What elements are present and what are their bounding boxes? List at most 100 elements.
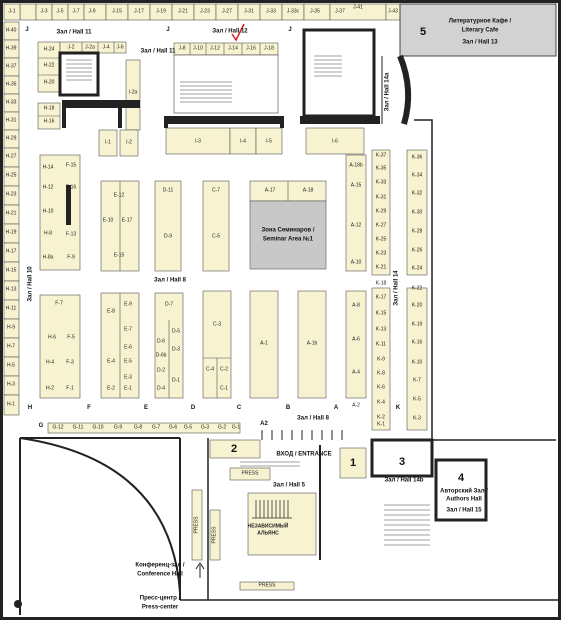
stand-i3[interactable] — [165, 127, 231, 155]
stand-label: J-43 — [388, 8, 398, 15]
booth-1[interactable] — [339, 447, 367, 479]
alliance-booth[interactable] — [247, 492, 317, 556]
stand-label: F-7 — [55, 300, 63, 307]
col-letter-j2: J — [166, 27, 170, 33]
stand-label: K-37 — [375, 152, 387, 159]
stand-j1[interactable] — [3, 3, 21, 21]
stand-h1[interactable] — [3, 394, 20, 416]
alliance-line2: АЛЬЯНС — [257, 530, 279, 537]
stand-label: K-7 — [413, 377, 421, 384]
stand-block-k-lower-left[interactable] — [371, 287, 391, 431]
a-top-block — [249, 180, 327, 270]
booth-2[interactable] — [209, 439, 261, 459]
stand-label: G-7 — [151, 424, 161, 431]
hall14a-block — [300, 28, 412, 125]
stand-block-a-upper[interactable] — [345, 154, 367, 272]
stand-block-h6-f1[interactable] — [39, 294, 81, 399]
stand-label: D-9 — [163, 233, 173, 240]
stand-label: D-4 — [156, 385, 166, 392]
stand-label: J-33 — [266, 8, 276, 15]
stand-i5[interactable] — [255, 127, 283, 155]
stand-a1-left[interactable] — [249, 290, 279, 399]
col-letter-k: K — [395, 405, 401, 411]
stand-label: H-27 — [5, 153, 17, 160]
press-top[interactable] — [229, 467, 271, 481]
stand-label: I-2a — [128, 89, 138, 96]
stand-label: J-35 — [310, 8, 320, 15]
stand-j3[interactable] — [19, 3, 37, 21]
stand-label: E-12 — [113, 192, 125, 199]
stand-label: K-25 — [375, 236, 387, 243]
stand-label: D-7 — [164, 301, 174, 308]
alliance-line1: НЕЗАВИСИМЫЙ — [247, 523, 289, 530]
stand-label: K-2 — [377, 414, 385, 421]
stand-label: J-31 — [244, 8, 254, 15]
stand-label: D-2 — [156, 367, 166, 374]
press-bottom-label: PRESS — [258, 582, 276, 589]
stand-label: F-15 — [65, 162, 77, 169]
stand-label: D-5 — [171, 328, 181, 335]
col-letter-c: C — [236, 405, 242, 411]
stand-label: H-29 — [5, 135, 17, 142]
stand-i2[interactable] — [119, 129, 139, 157]
stand-label: F-1 — [66, 385, 74, 392]
stand-label: E-9 — [124, 301, 132, 308]
hall11-left-label: Зал / Hall 11 — [56, 29, 92, 36]
stand-label: J-16 — [246, 45, 256, 52]
stand-label: H-33 — [5, 99, 17, 106]
conf-title-en: Conference Hall — [137, 571, 183, 578]
stand-label: G-11 — [72, 424, 84, 431]
stand-label: E-6 — [124, 344, 132, 351]
stand-label: K-29 — [375, 208, 387, 215]
stand-i1[interactable] — [98, 129, 118, 157]
stand-label: G-9 — [113, 424, 123, 431]
stand-label: H-31 — [5, 117, 17, 124]
stand-block-k-lower-right[interactable] — [406, 287, 428, 431]
seminar-title-en: Seminar Area №1 — [262, 236, 314, 243]
stand-label: J-1 — [8, 8, 16, 15]
stand-label: D-11 — [162, 187, 174, 194]
stand-label: J-14 — [228, 45, 238, 52]
stand-label: H-22 — [43, 62, 55, 69]
stand-label: G-6 — [168, 424, 178, 431]
press-bottom[interactable] — [239, 581, 295, 591]
d-stands — [154, 180, 184, 399]
booth-4-number: 4 — [457, 472, 465, 484]
seminar-area[interactable] — [249, 200, 327, 270]
stand-label: H-10 — [42, 208, 54, 215]
stand-label: J-18 — [264, 45, 274, 52]
stand-d9[interactable] — [154, 180, 182, 272]
stand-label: A-10 — [350, 259, 362, 266]
stand-label: H-3 — [6, 381, 16, 388]
stand-label: A-8 — [352, 302, 360, 309]
stand-block-k-upper-left[interactable] — [371, 149, 391, 276]
stand-a1-right[interactable] — [297, 290, 327, 399]
stand-label: J-8 — [178, 45, 186, 52]
stand-label: E-3 — [124, 374, 132, 381]
press-vertical-right[interactable] — [209, 509, 221, 561]
stand-label: H-15 — [5, 267, 17, 274]
stand-i6[interactable] — [305, 127, 365, 155]
stand-label: C-5 — [211, 233, 221, 240]
press-vertical-left[interactable] — [191, 489, 203, 561]
col-letter-b: B — [285, 405, 291, 411]
arrow-up-icon — [195, 562, 205, 578]
stand-label: J-7 — [72, 8, 80, 15]
stand-label: H-11 — [5, 305, 17, 312]
stand-label: D-6 — [156, 338, 166, 345]
presscenter-title-en: Press-center — [141, 604, 179, 611]
stand-label: J-2 — [67, 44, 75, 51]
black-dot — [14, 600, 22, 608]
stand-c5[interactable] — [202, 180, 230, 272]
stand-label: K-8 — [377, 370, 385, 377]
stand-label: A-12 — [350, 222, 362, 229]
stand-block-k-upper-right[interactable] — [406, 149, 428, 276]
stand-block-h12-f16[interactable] — [39, 154, 81, 271]
stand-g-row[interactable] — [47, 422, 241, 434]
stand-label: J-12 — [210, 45, 220, 52]
stand-label: J-41 — [353, 4, 363, 11]
stand-label: A-1 — [260, 340, 268, 347]
seminar-title-ru: Зона Семинаров / — [261, 227, 315, 234]
stand-block-a-lower[interactable] — [345, 290, 367, 399]
